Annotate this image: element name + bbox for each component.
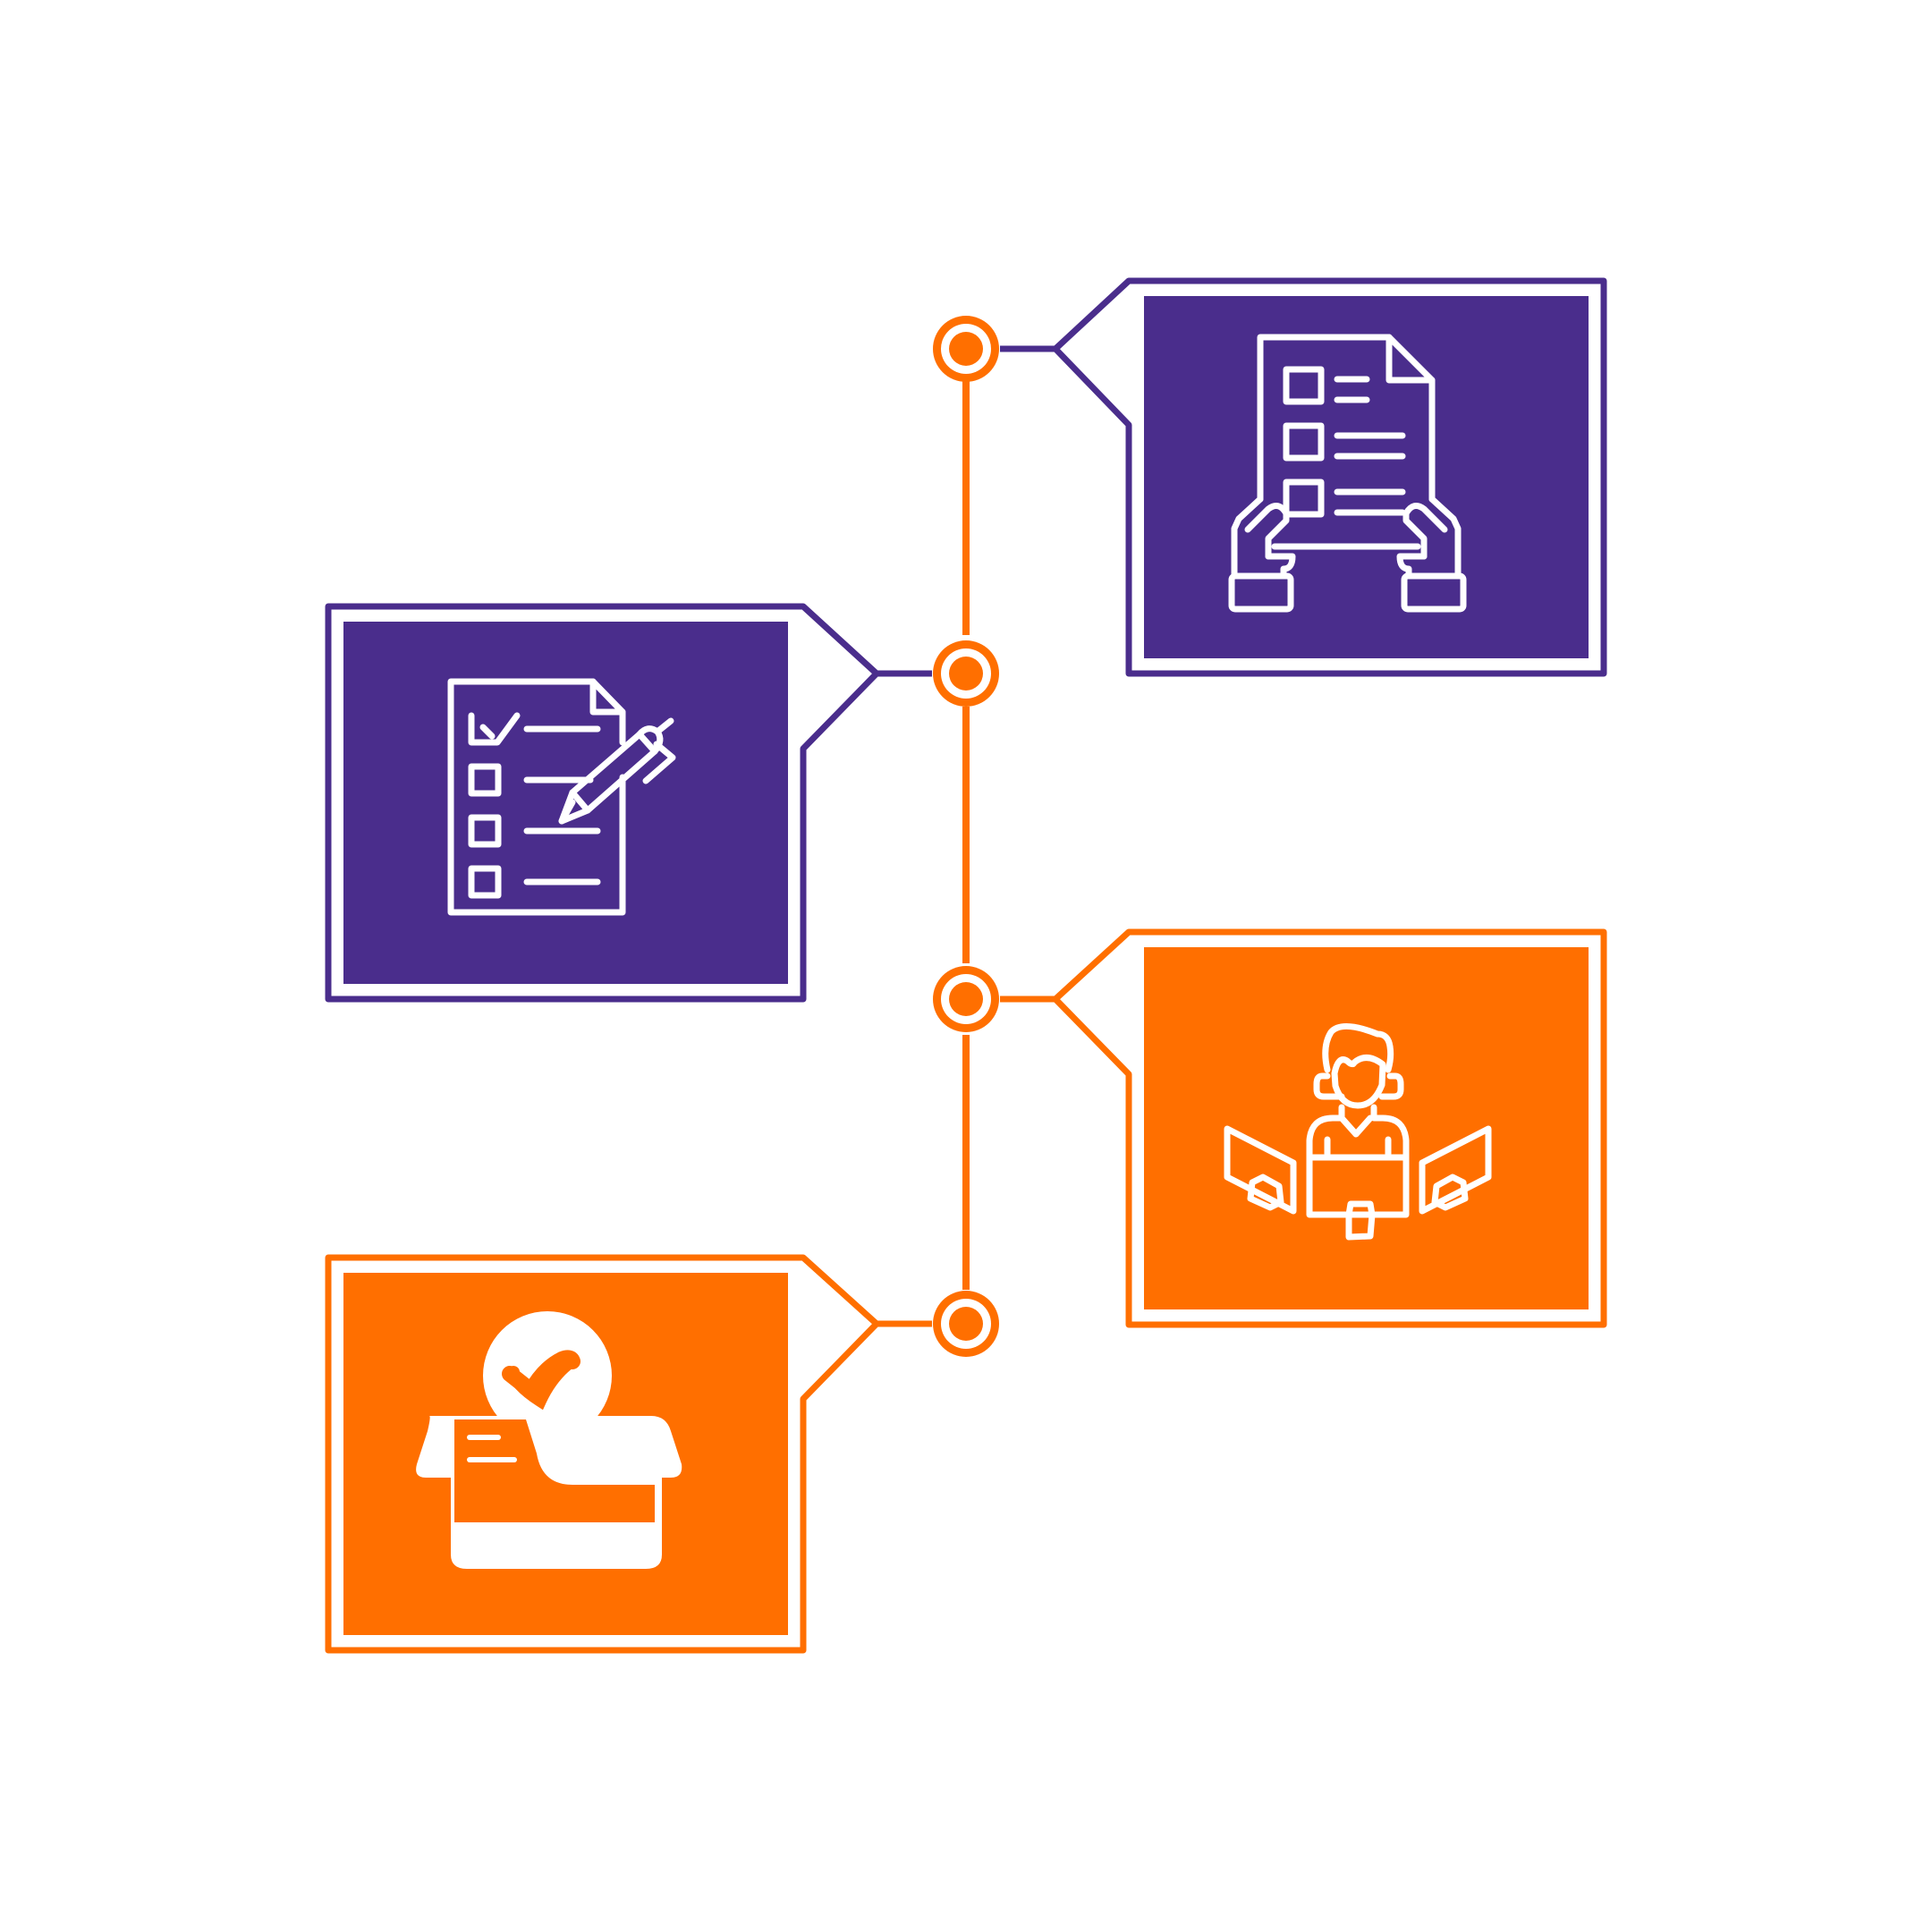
card-1 xyxy=(933,277,1607,677)
card-3-panel xyxy=(1144,947,1589,1309)
card-4-outline xyxy=(325,1254,880,1654)
card-1-outline xyxy=(1052,277,1607,677)
timeline-node-3 xyxy=(933,966,999,1032)
approved-box-icon xyxy=(416,1311,682,1569)
card-2-outline xyxy=(325,603,880,1003)
timeline-node-4 xyxy=(933,1291,999,1357)
card-3 xyxy=(933,928,1607,1328)
person-at-desk-with-documents-icon xyxy=(1224,1023,1492,1241)
document-in-hands-icon xyxy=(1228,334,1467,613)
card-1-panel xyxy=(1144,296,1589,658)
checklist-with-pen-icon xyxy=(447,678,676,916)
timeline-node-2 xyxy=(933,640,999,707)
card-4 xyxy=(325,1254,999,1654)
timeline-node-1 xyxy=(933,316,999,382)
card-2 xyxy=(325,603,999,1003)
card-3-outline xyxy=(1052,928,1607,1328)
